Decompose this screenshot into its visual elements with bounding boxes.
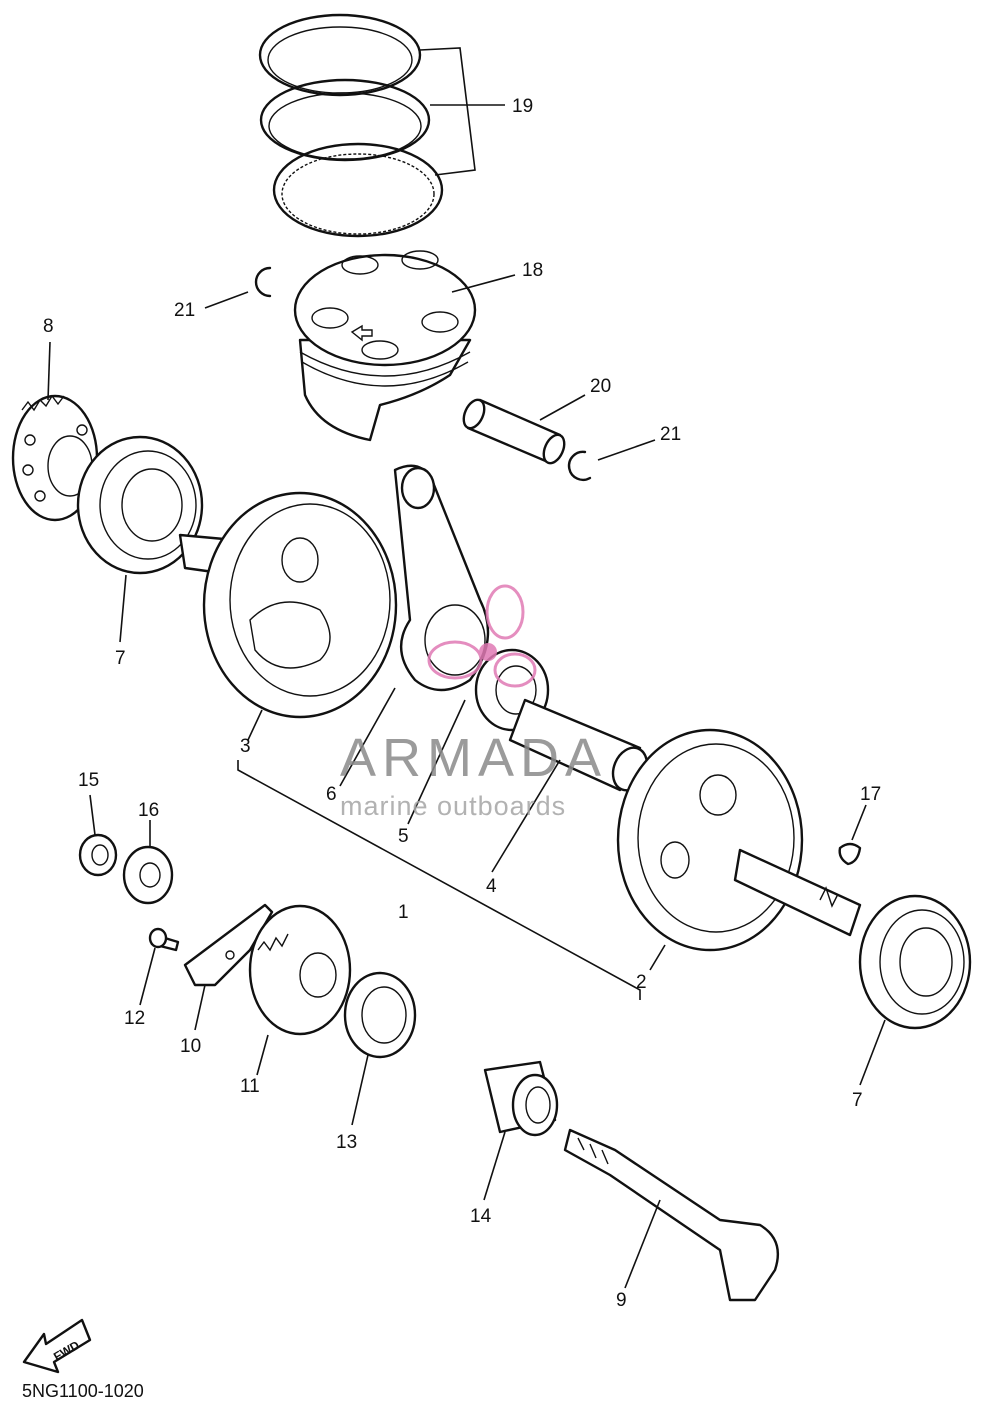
callout-15: 15 <box>78 770 99 791</box>
callout-12: 12 <box>124 1008 145 1029</box>
callout-7-right: 7 <box>852 1090 863 1111</box>
callout-13: 13 <box>336 1132 357 1153</box>
piston-pin <box>462 398 566 465</box>
callout-4: 4 <box>486 876 497 897</box>
crank-web-right <box>616 728 862 952</box>
callout-18: 18 <box>522 260 543 281</box>
callout-19: 19 <box>512 96 533 117</box>
bearing-left <box>76 435 204 575</box>
crank-web-left <box>178 491 398 719</box>
circlip-right <box>567 450 592 481</box>
callout-1: 1 <box>398 902 409 923</box>
callout-2: 2 <box>636 972 647 993</box>
piston-rings <box>258 13 444 238</box>
callout-3: 3 <box>240 736 251 757</box>
callout-20: 20 <box>590 376 611 397</box>
balancer-shaft <box>563 1128 780 1302</box>
callout-7-left: 7 <box>115 648 126 669</box>
callout-21-left: 21 <box>174 300 195 321</box>
circlip-left <box>254 266 272 298</box>
bolt <box>148 927 180 952</box>
callout-8: 8 <box>43 316 54 337</box>
callout-17: 17 <box>860 784 881 805</box>
callout-16: 16 <box>138 800 159 821</box>
callout-labels: 19 18 21 21 20 8 7 3 6 5 1 4 2 17 7 15 1… <box>43 96 881 1311</box>
callout-14: 14 <box>470 1206 492 1227</box>
callout-11: 11 <box>240 1076 260 1097</box>
connecting-rod <box>393 464 490 692</box>
woodruff-key <box>838 842 862 866</box>
balancer-bearing <box>343 971 417 1059</box>
propeller-logo-icon <box>427 584 537 688</box>
drawing-code: 5NG1100-1020 <box>22 1381 144 1401</box>
piston <box>293 250 477 442</box>
callout-10: 10 <box>180 1036 201 1057</box>
watermark-subtitle: marine outboards <box>340 791 566 821</box>
armada-watermark: ARMADA marine outboards <box>340 584 607 821</box>
collar <box>483 1060 559 1137</box>
nut <box>78 833 118 877</box>
lock-washer <box>122 845 174 905</box>
leader-lines <box>47 47 886 1289</box>
bearing-right <box>858 894 972 1030</box>
balancer-drive-gear <box>248 904 352 1036</box>
balancer-plate <box>183 903 274 987</box>
callout-5: 5 <box>398 826 409 847</box>
watermark-title: ARMADA <box>340 728 607 788</box>
fwd-arrow: FWD <box>22 1318 92 1374</box>
callout-21-right: 21 <box>660 424 681 445</box>
callout-9: 9 <box>616 1290 627 1311</box>
callout-6: 6 <box>326 784 337 805</box>
